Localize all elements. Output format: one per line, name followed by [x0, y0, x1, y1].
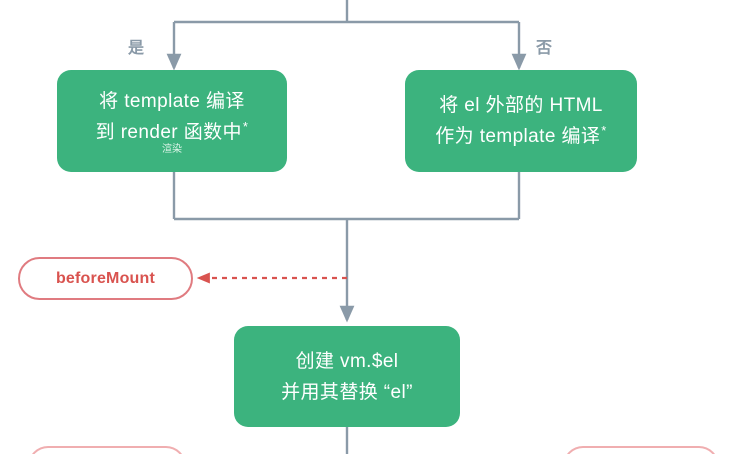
- node-line-2: 并用其替换 “el”: [281, 381, 413, 403]
- node-line-1: 将 template 编译: [99, 91, 245, 112]
- node-line-2: 作为 template 编译*: [435, 121, 607, 152]
- node-cutoff-pill-right[interactable]: [563, 446, 719, 454]
- node-line-2-text: 作为 template 编译: [435, 126, 601, 147]
- node-line-2-text: 到 render 函数中: [95, 122, 242, 143]
- node-line-2: 到 render 函数中*: [96, 117, 249, 148]
- node-compile-template-to-render[interactable]: 将 template 编译 到 render 函数中* 渲染: [57, 70, 287, 172]
- node-before-mount-hook[interactable]: beforeMount: [18, 257, 193, 300]
- branch-label-yes: 是: [128, 40, 145, 57]
- footnote-star: *: [601, 122, 607, 138]
- node-sub-note: 渲染: [162, 144, 182, 155]
- branch-label-no: 否: [536, 40, 553, 57]
- node-cutoff-pill-left[interactable]: [28, 446, 186, 454]
- before-mount-label: beforeMount: [55, 269, 156, 287]
- node-line-1: 将 el 外部的 HTML: [439, 95, 603, 116]
- footnote-star: *: [242, 118, 249, 134]
- node-line-1: 创建 vm.$el: [295, 350, 399, 372]
- node-compile-outer-html-as-template[interactable]: 将 el 外部的 HTML 作为 template 编译*: [405, 70, 637, 172]
- node-create-vm-el[interactable]: 创建 vm.$el 并用其替换 “el”: [234, 326, 460, 427]
